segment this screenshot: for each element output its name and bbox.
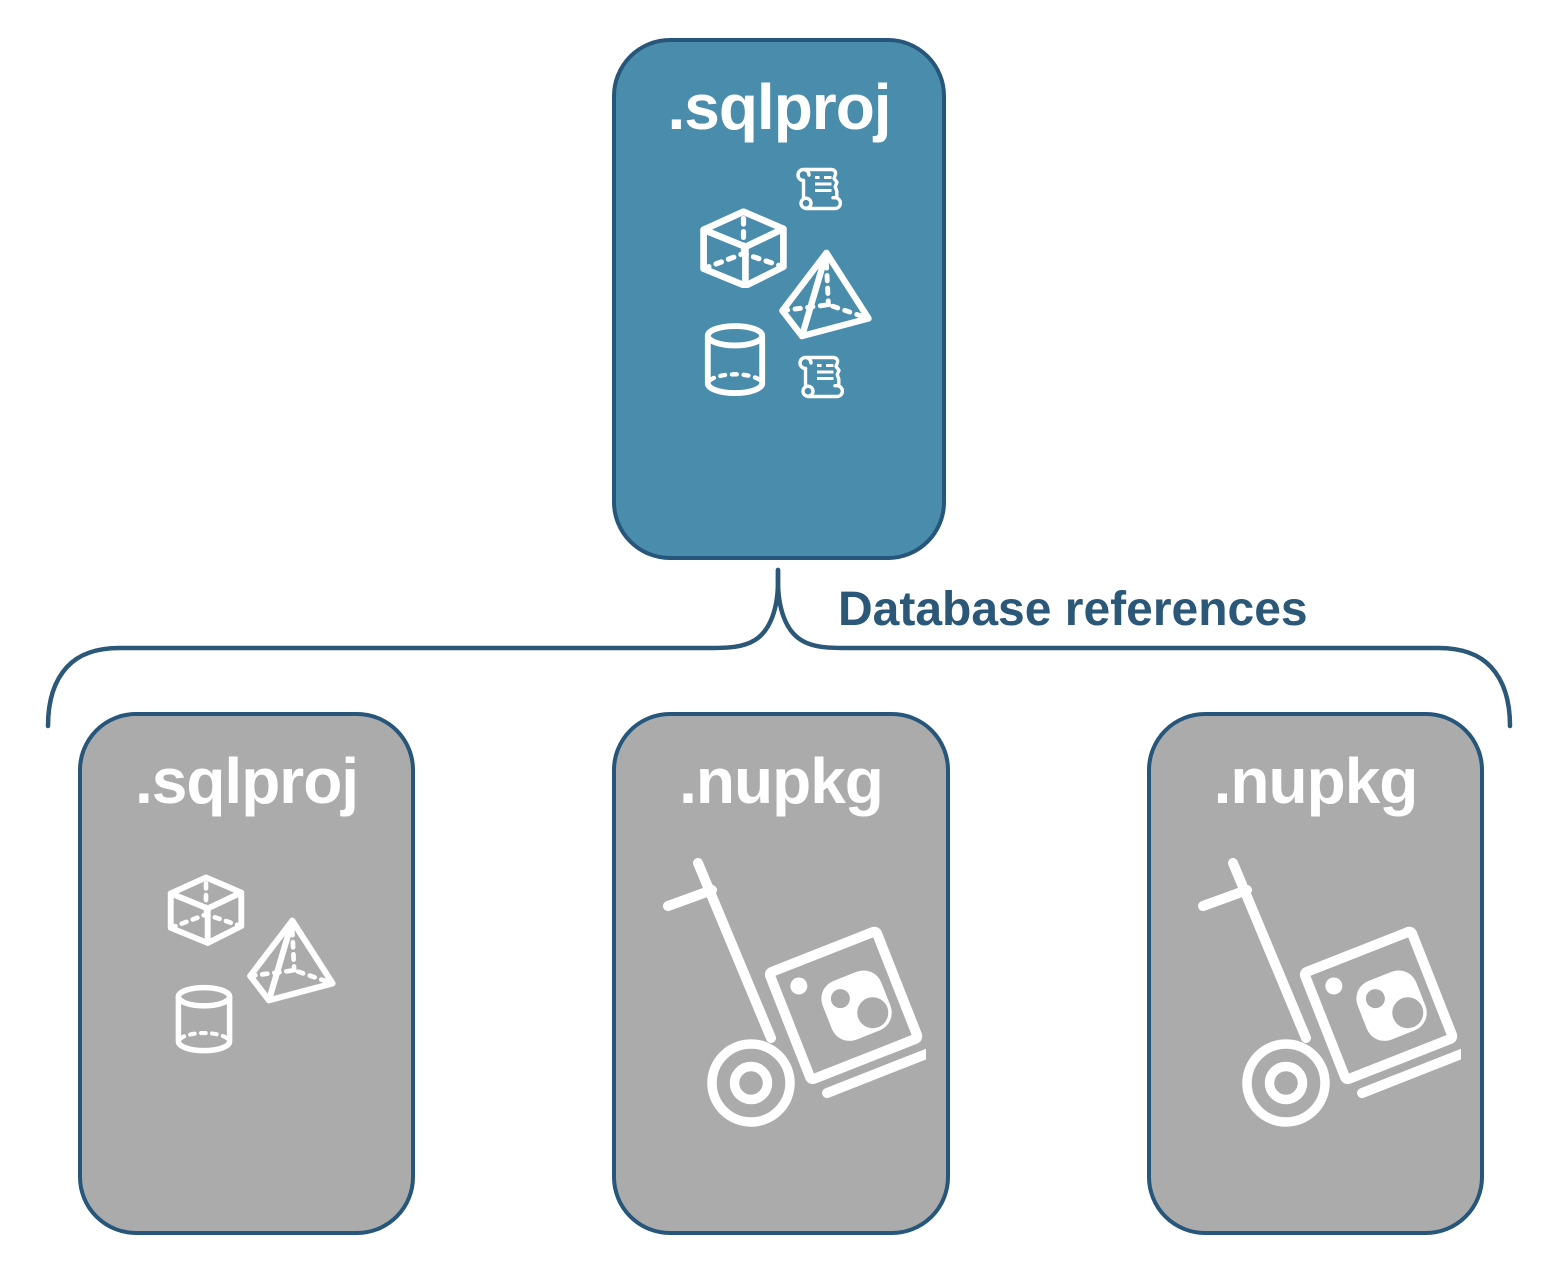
connector-label: Database references: [838, 583, 1308, 636]
cylinder-icon: [701, 322, 769, 400]
cube-icon: [696, 200, 791, 288]
cube-icon: [164, 866, 248, 946]
pyramid-icon: [240, 916, 339, 1004]
child-card-title: .nupkg: [679, 745, 884, 817]
pyramid-icon: [774, 248, 873, 340]
handtruck-package-icon: [656, 856, 926, 1128]
root-sqlproj-card: .sqlproj: [612, 38, 946, 560]
child-card-title: .nupkg: [1213, 745, 1419, 817]
brace-left-half: [45, 567, 781, 729]
child-nupkg-card: .nupkg: [1147, 712, 1484, 1235]
cylinder-icon: [172, 982, 236, 1059]
child-card-title: .sqlproj: [134, 745, 359, 817]
root-card-title: .sqlproj: [667, 71, 891, 143]
scroll-icon: [792, 162, 848, 214]
child-nupkg-card: .nupkg: [612, 712, 950, 1235]
child-sqlproj-card: .sqlproj: [78, 712, 415, 1235]
handtruck-package-icon: [1191, 856, 1461, 1128]
scroll-icon: [794, 350, 850, 402]
